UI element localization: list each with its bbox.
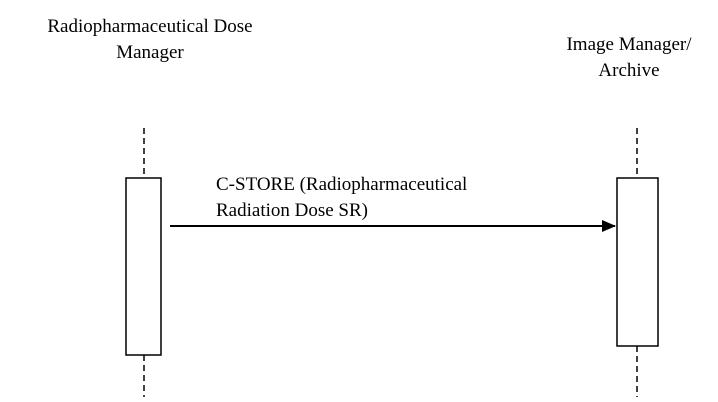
right-activation-box [616,177,659,347]
message-label: C-STORE (Radiopharmaceutical Radiation D… [216,172,616,224]
actor-right-label: Image Manager/ Archive [540,32,718,84]
actor-left-label-line2: Manager [116,42,184,63]
actor-left-label-line1: Radiopharmaceutical Dose [47,16,253,37]
actor-right-label-line1: Image Manager/ [566,34,692,55]
left-activation-box [125,177,162,356]
message-label-line1: C-STORE (Radiopharmaceutical [216,174,468,195]
actor-left-label: Radiopharmaceutical Dose Manager [0,14,300,66]
actor-right-label-line2: Archive [598,60,660,81]
message-label-line2: Radiation Dose SR) [216,200,368,221]
